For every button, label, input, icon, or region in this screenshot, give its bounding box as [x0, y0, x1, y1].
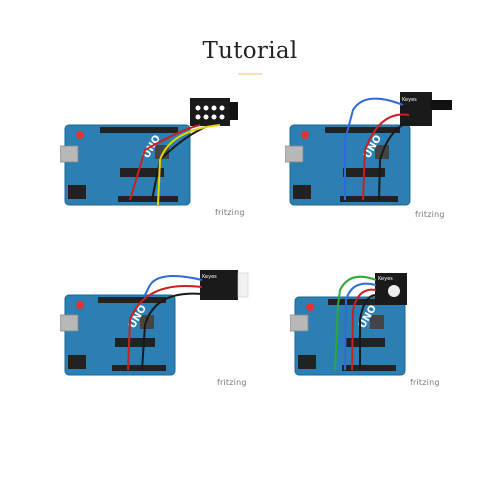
sensor-module: Keyes [200, 270, 249, 300]
fritzing-watermark-2: fritzing [415, 210, 445, 219]
usb-port [290, 314, 309, 332]
wiring-diagram-2: UNO Keyes [285, 92, 452, 206]
wires [127, 275, 203, 371]
usb-port [285, 145, 304, 163]
title-underline [238, 73, 262, 75]
arduino-board: UNO [290, 296, 406, 376]
power-jack [298, 355, 316, 369]
module-label: Keyes [402, 97, 417, 103]
atmega-chip [345, 338, 385, 347]
digital-header [100, 127, 178, 133]
arduino-board: UNO [60, 294, 176, 376]
sensor-module: Keyes [375, 273, 407, 305]
atmega-chip [120, 168, 164, 177]
sensor-module [190, 98, 238, 126]
fritzing-watermark-1: fritzing [215, 208, 245, 217]
power-jack [293, 185, 311, 199]
wires [129, 124, 221, 206]
fritzing-watermark-3: fritzing [217, 378, 247, 387]
sensor-module: Keyes [400, 92, 452, 126]
module-label: Keyes [378, 276, 393, 282]
reset-button [301, 131, 309, 139]
wires [344, 97, 416, 201]
analog-header [118, 196, 178, 202]
wiring-diagram-3: UNO Keyes [60, 270, 249, 376]
reset-button [306, 303, 314, 311]
wiring-diagram-4: UNO Keyes [290, 273, 407, 376]
page-title: Tutorial [202, 38, 298, 64]
usb-port [60, 145, 79, 163]
module-label: Keyes [202, 274, 217, 280]
analog-header [342, 365, 396, 371]
power-jack [68, 355, 86, 369]
wiring-diagram-1: UNO [60, 98, 238, 206]
digital-header [98, 297, 166, 303]
reset-button [76, 301, 84, 309]
digital-header [328, 299, 396, 305]
digital-header [325, 127, 400, 133]
power-jack [68, 185, 86, 199]
analog-header [112, 365, 166, 371]
usb-chip [370, 315, 384, 329]
fritzing-watermark-4: fritzing [410, 378, 440, 387]
reset-button [76, 131, 84, 139]
atmega-chip [115, 338, 155, 347]
usb-port [60, 314, 79, 332]
analog-header [340, 196, 398, 202]
wires [334, 275, 377, 371]
